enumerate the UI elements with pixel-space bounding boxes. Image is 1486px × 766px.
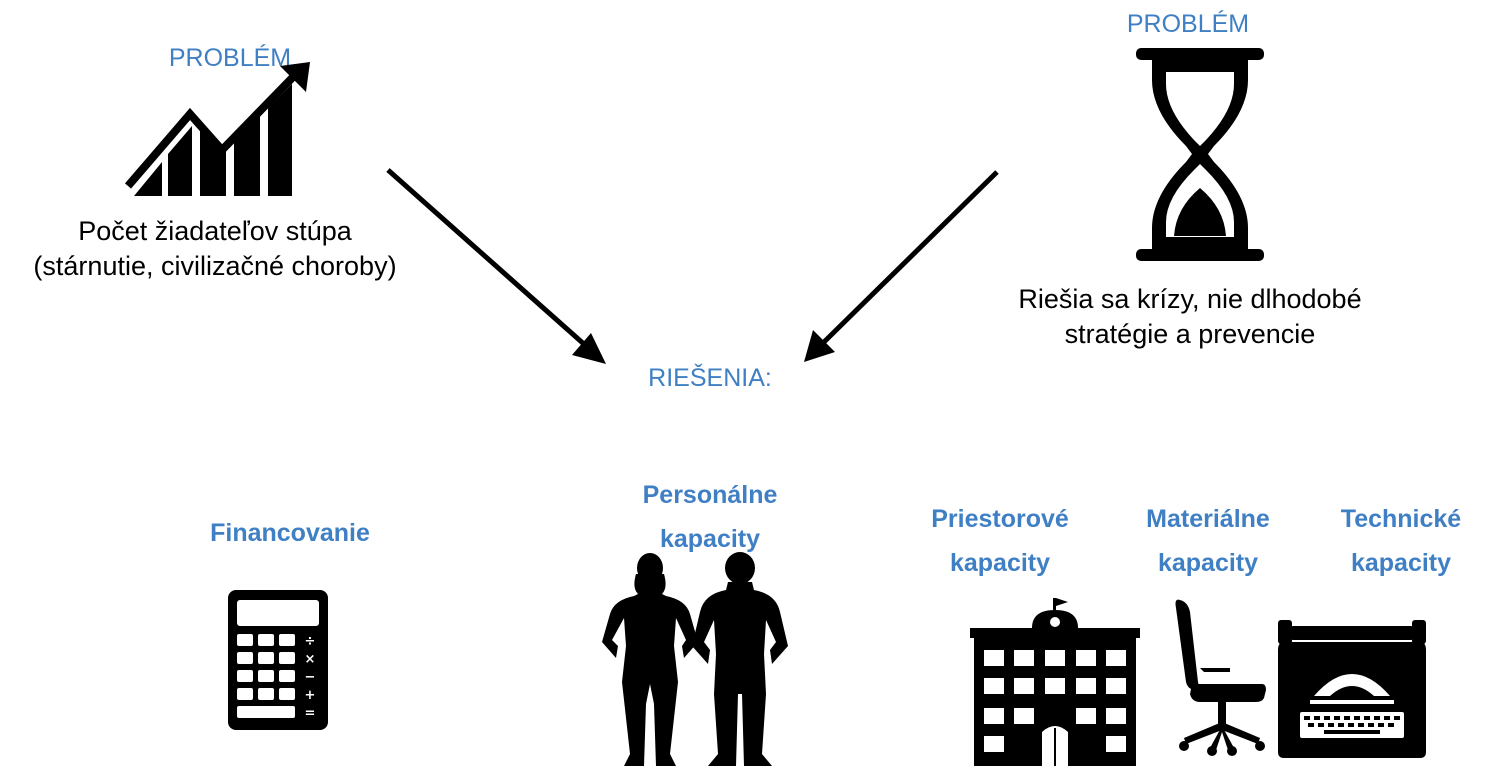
problem-right-description: Riešia sa krízy, nie dlhodobé stratégie …: [960, 282, 1420, 352]
problem-left-line-2: (stárnutie, civilizačné choroby): [33, 251, 397, 282]
solution-spatial-label: Priestorové kapacity: [900, 498, 1100, 586]
solution-personnel-line-2: kapacity: [659, 524, 761, 553]
svg-text:÷: ÷: [305, 634, 316, 649]
problem-left-description: Počet žiadateľov stúpa (stárnutie, civil…: [0, 214, 430, 284]
problem-right-line-1: Riešia sa krízy, nie dlhodobé: [1018, 284, 1362, 314]
building-icon: [970, 598, 1140, 766]
arrow-right-to-solutions: [804, 170, 999, 362]
problem-left-line-1: Počet žiadateľov stúpa: [78, 216, 352, 246]
solution-technical-line-2: kapacity: [1350, 548, 1452, 577]
typewriter-icon: [1278, 620, 1426, 758]
solution-technical-line-1: Technické: [1340, 505, 1462, 533]
calculator-icon: ÷ × − + =: [228, 590, 328, 730]
solution-technical-label: Technické kapacity: [1316, 498, 1486, 586]
arrow-left-to-solutions: [386, 168, 606, 364]
svg-text:+: +: [305, 688, 316, 703]
solution-spatial-line-2: kapacity: [949, 548, 1051, 577]
problem-right-label: PROBLÉM: [1126, 10, 1250, 38]
solution-personnel-label: Personálne kapacity: [610, 474, 810, 562]
solutions-title: RIEŠENIA:: [648, 364, 772, 392]
svg-text:−: −: [305, 670, 316, 685]
solution-financing-label: Financovanie: [190, 512, 390, 556]
solution-material-line-2: kapacity: [1157, 548, 1259, 577]
solution-material-line-1: Materiálne: [1146, 505, 1270, 533]
solution-spatial-line-1: Priestorové: [931, 505, 1069, 533]
solution-personnel-line-1: Personálne: [642, 481, 778, 509]
growth-chart-icon: [118, 62, 310, 196]
solution-financing-line-1: Financovanie: [210, 519, 370, 547]
svg-text:=: =: [305, 706, 316, 721]
problem-left-label: PROBLÉM: [168, 44, 292, 72]
problem-right-line-2: stratégie a prevencie: [1064, 319, 1316, 350]
hourglass-icon: [1136, 48, 1264, 261]
solution-material-label: Materiálne kapacity: [1108, 498, 1308, 586]
office-chair-icon: [1175, 599, 1266, 756]
svg-text:×: ×: [305, 652, 316, 667]
people-icon: [602, 552, 788, 766]
